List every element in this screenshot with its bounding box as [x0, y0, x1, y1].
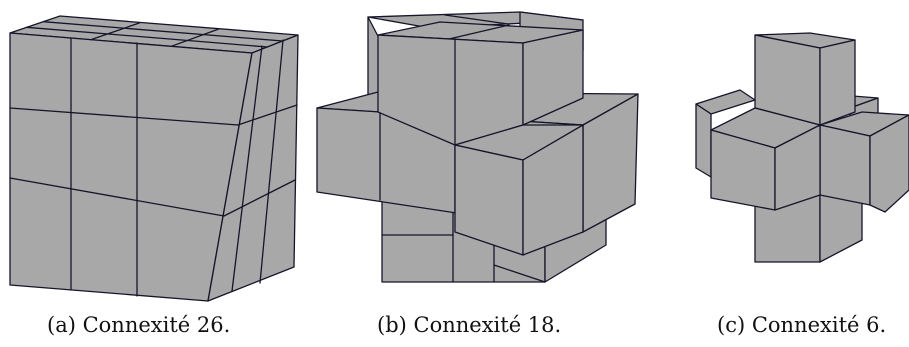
caption-6-connectivity: (c) Connexité 6.: [717, 313, 887, 337]
right-cube-front: [819, 124, 871, 206]
center-cube-side: [774, 124, 821, 211]
cube-26-connectivity: [9, 15, 299, 302]
right-cube-side: [869, 114, 909, 213]
top-column-side: [522, 29, 584, 126]
front-cube-side: [522, 124, 584, 256]
left-cube-front: [695, 103, 712, 178]
caption-18-connectivity: (b) Connexité 18.: [377, 313, 562, 337]
cube-18-connectivity: [316, 11, 639, 283]
cube-6-connectivity: [695, 32, 909, 263]
top-cube-side: [819, 39, 856, 126]
caption-26-connectivity: (a) Connexité 26.: [47, 313, 231, 337]
